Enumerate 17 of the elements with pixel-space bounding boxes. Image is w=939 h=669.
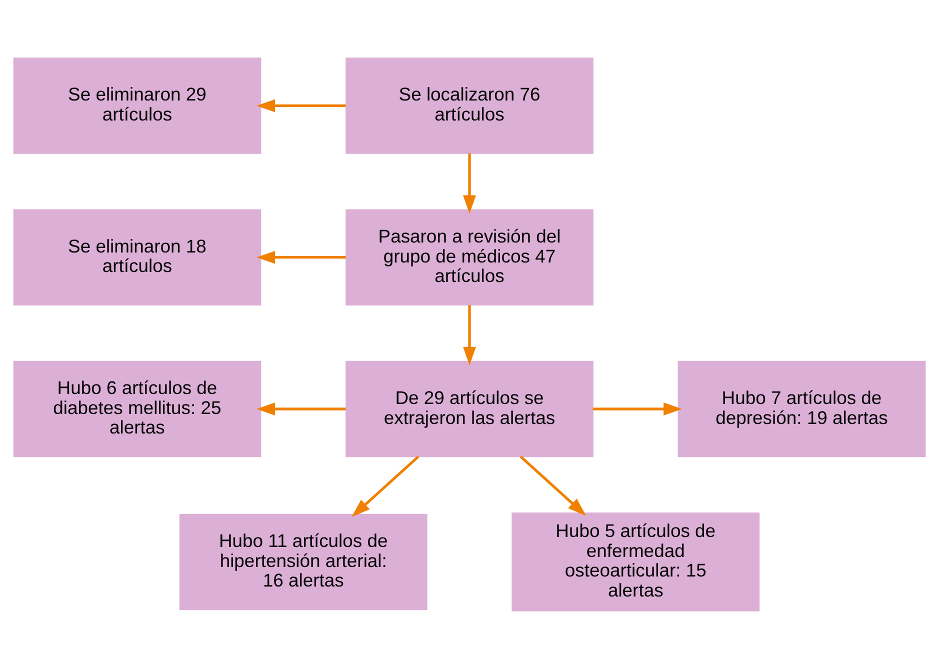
arrow xyxy=(256,250,346,264)
arrow xyxy=(592,402,682,416)
node-box: Hubo 7 artículos de depresión: 19 alertas xyxy=(678,360,926,458)
node-box: De 29 artículos se extrajeron las alertas xyxy=(346,360,594,458)
node-box: Se eliminaron 18 artículos xyxy=(13,209,262,306)
arrow xyxy=(520,456,586,516)
node-box: Se localizaron 76 artículos xyxy=(346,58,594,154)
node-box: Hubo 6 artículos de diabetes mellitus: 25 alertas xyxy=(13,360,262,458)
node-box: Se eliminaron 29 artículos xyxy=(13,58,262,154)
arrow xyxy=(463,153,476,214)
arrow xyxy=(256,402,346,416)
node-box: Hubo 11 artículos de hipertensión arterial: 16 alertas xyxy=(179,514,428,610)
arrow xyxy=(352,456,420,517)
arrow xyxy=(463,305,476,366)
node-box: Hubo 5 artículos de enfermedad osteoarticular: 15 alertas xyxy=(512,512,760,612)
arrow xyxy=(256,99,346,112)
node-box: Pasaron a revisión del grupo de médicos 47 artículos xyxy=(346,209,594,306)
